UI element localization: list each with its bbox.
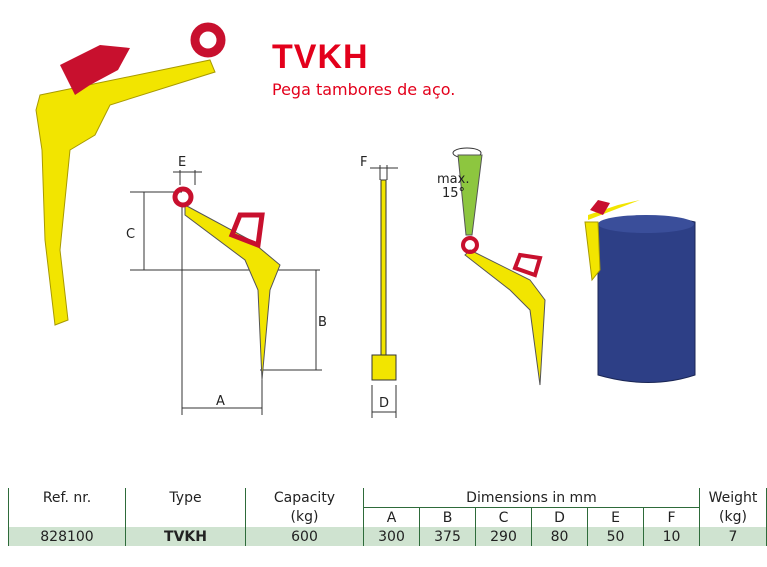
cell-capacity: 600 bbox=[245, 527, 364, 546]
side-view-drawing bbox=[370, 165, 398, 418]
cell-ref: 828100 bbox=[8, 527, 126, 546]
cell-dim-e: 50 bbox=[587, 527, 644, 546]
cell-type: TVKH bbox=[125, 527, 246, 546]
dim-label-b: B bbox=[318, 315, 327, 330]
table-subheader-row: (kg) A B C D E F (kg) bbox=[8, 507, 767, 527]
header-dim-b: B bbox=[419, 507, 476, 527]
dim-label-c: C bbox=[126, 227, 135, 242]
dim-label-e: E bbox=[178, 155, 186, 170]
header-dim-c: C bbox=[475, 507, 532, 527]
product-title: TVKH bbox=[272, 38, 369, 76]
angle-drawing bbox=[452, 147, 546, 386]
dim-label-a: A bbox=[216, 394, 225, 409]
header-ref: Ref. nr. bbox=[8, 488, 126, 508]
drum-photo bbox=[584, 200, 696, 383]
header-dim-e: E bbox=[587, 507, 644, 527]
cell-dim-c: 290 bbox=[475, 527, 532, 546]
specification-table: Ref. nr. Type Capacity Dimensions in mm … bbox=[8, 488, 767, 546]
header-type: Type bbox=[125, 488, 246, 508]
header-weight: Weight bbox=[699, 488, 767, 508]
cell-dim-f: 10 bbox=[643, 527, 700, 546]
cell-weight: 7 bbox=[699, 527, 767, 546]
cell-dim-d: 80 bbox=[531, 527, 588, 546]
dim-label-f: F bbox=[360, 155, 367, 170]
clamp-photo bbox=[35, 22, 226, 326]
cell-dim-b: 375 bbox=[419, 527, 476, 546]
product-illustrations: E C B A F D max. 15° bbox=[35, 22, 696, 418]
product-subtitle: Pega tambores de aço. bbox=[272, 80, 456, 99]
header-capacity: Capacity bbox=[245, 488, 364, 508]
header-dim-d: D bbox=[531, 507, 588, 527]
cell-dim-a: 300 bbox=[363, 527, 420, 546]
table-header-row: Ref. nr. Type Capacity Dimensions in mm … bbox=[8, 488, 767, 508]
angle-value: 15° bbox=[442, 186, 465, 201]
dimension-drawing bbox=[130, 170, 322, 415]
table-row: 828100 TVKH 600 300 375 290 80 50 10 7 bbox=[8, 527, 767, 546]
header-dim-f: F bbox=[643, 507, 700, 527]
header-capacity-unit: (kg) bbox=[245, 507, 364, 527]
header-dimensions: Dimensions in mm bbox=[363, 488, 700, 508]
angle-label: max. bbox=[437, 172, 469, 187]
dim-label-d: D bbox=[379, 396, 389, 411]
header-weight-unit: (kg) bbox=[699, 507, 767, 527]
header-dim-a: A bbox=[363, 507, 420, 527]
